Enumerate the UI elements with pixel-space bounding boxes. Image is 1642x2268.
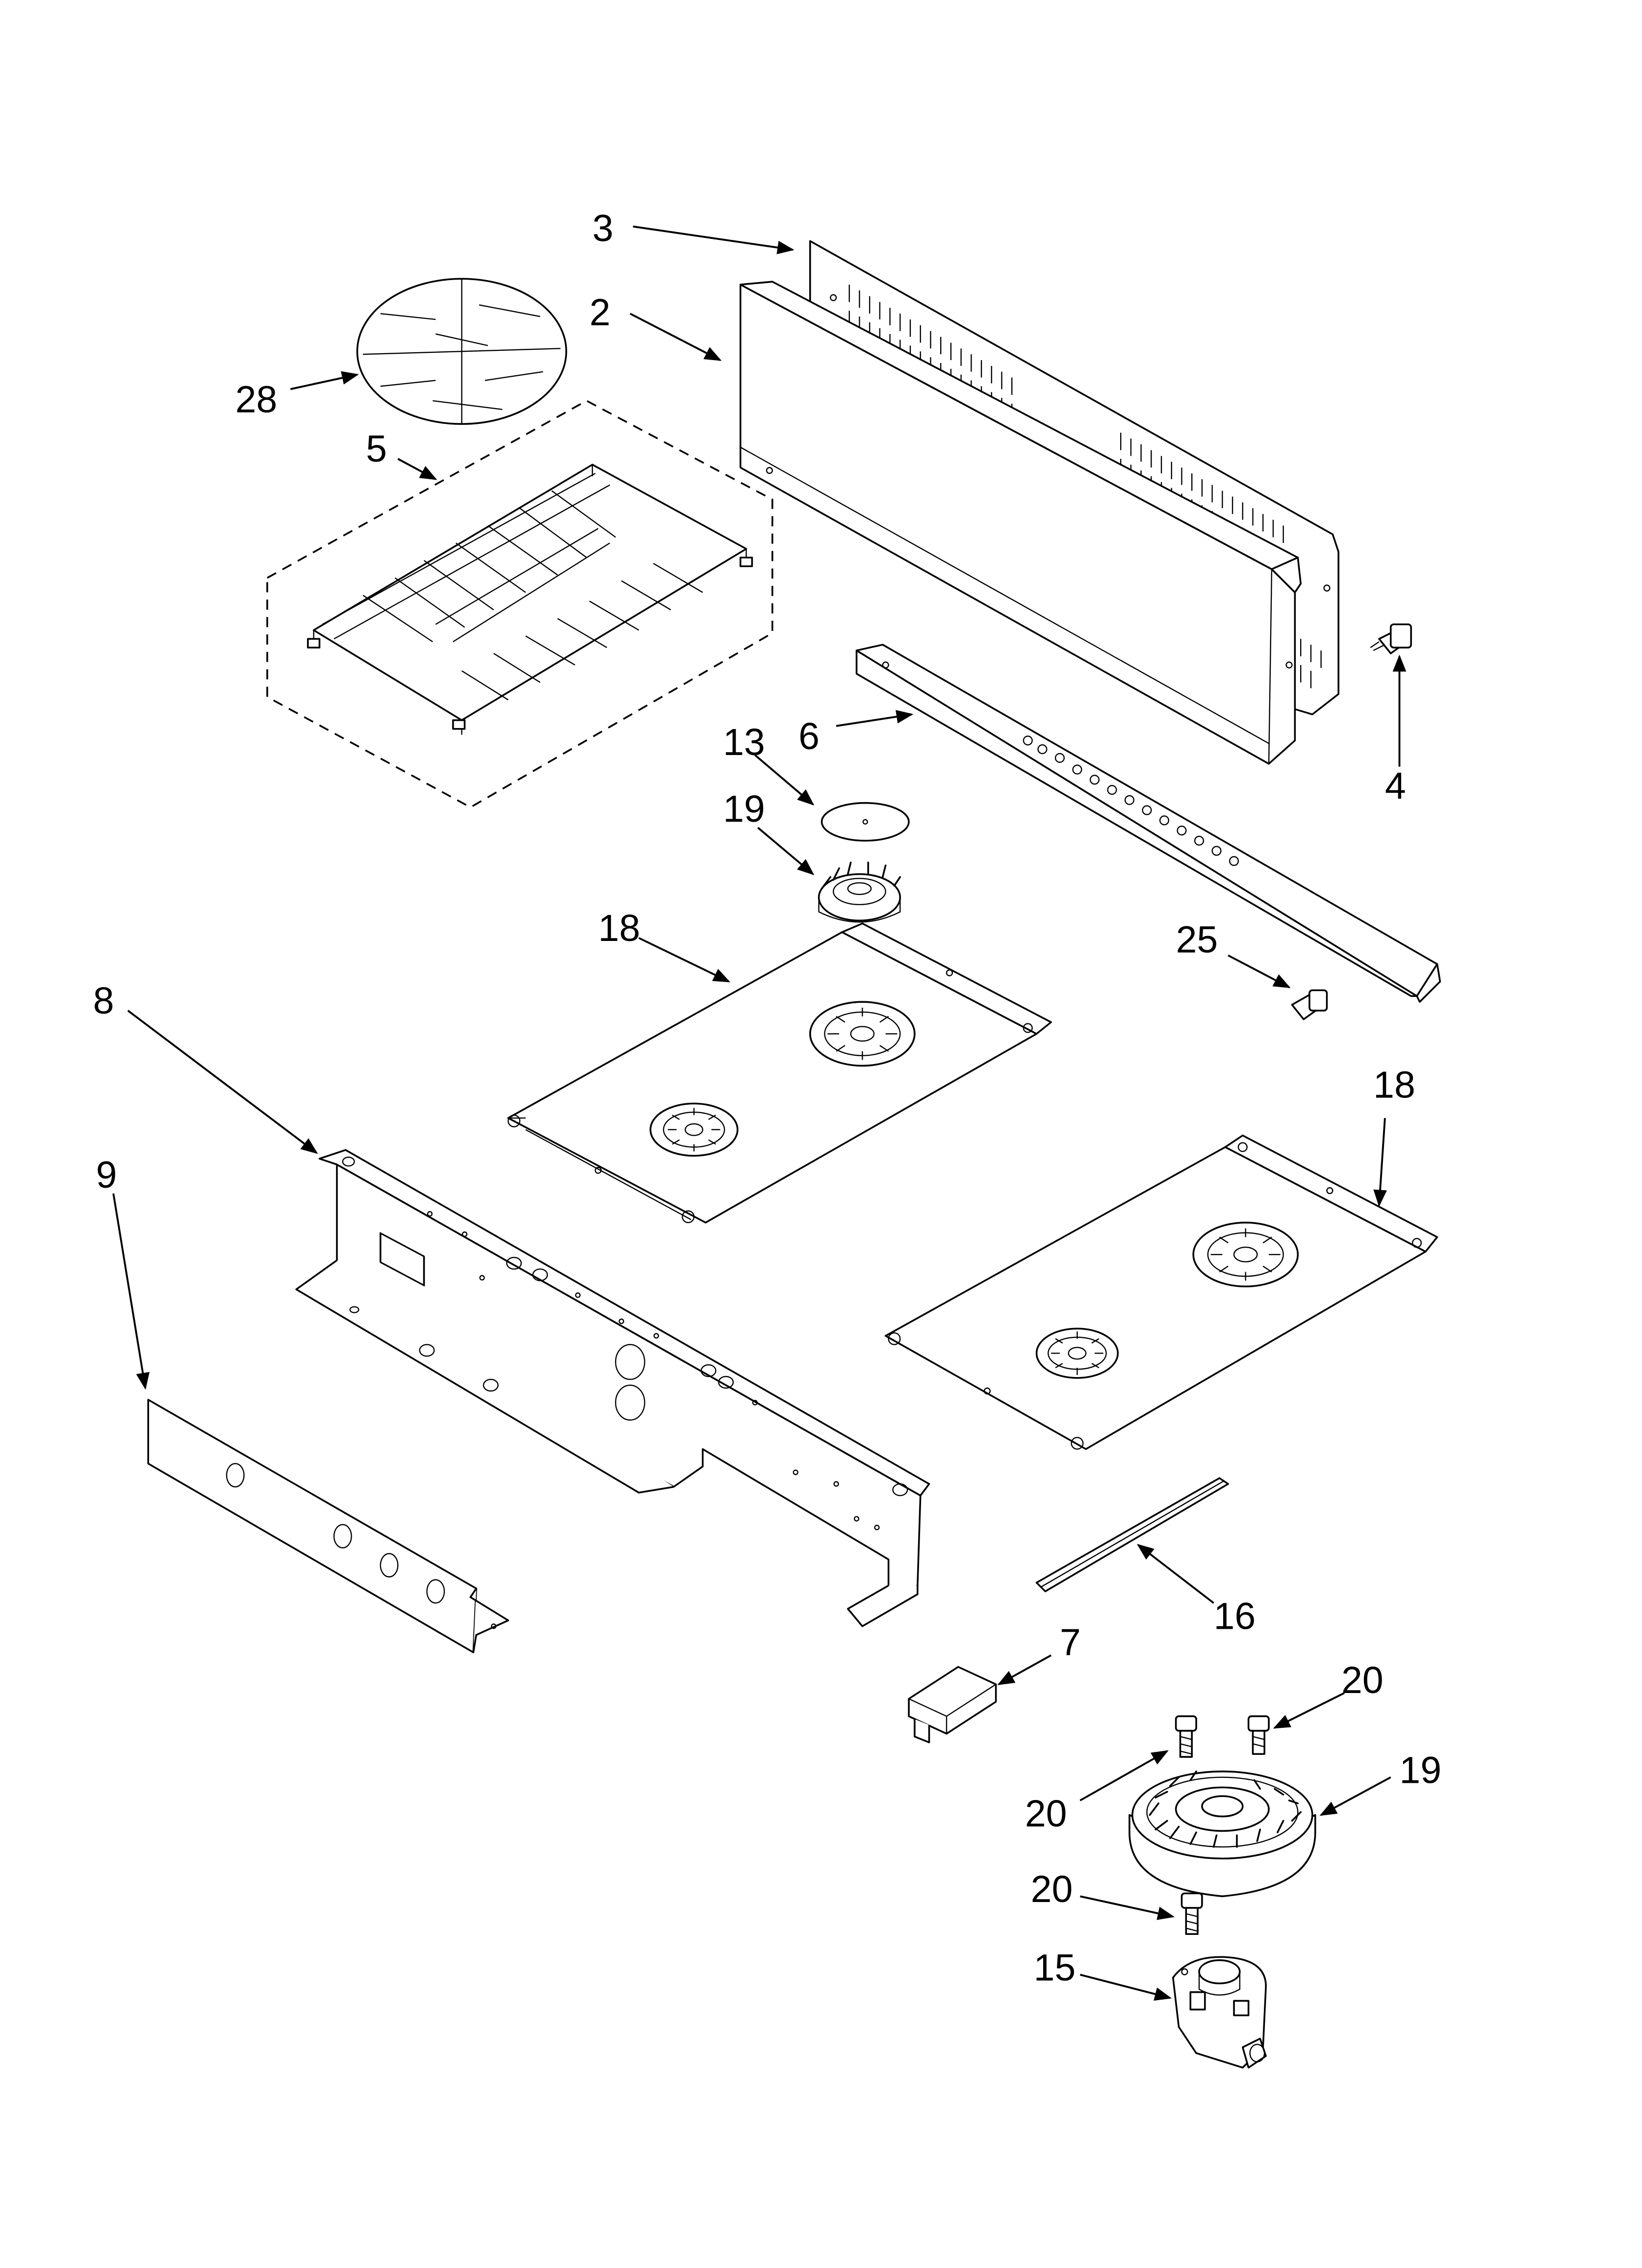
tray-lower-small-port — [1035, 1328, 1119, 1379]
tray-upper-large-port — [809, 1001, 916, 1067]
callout-3: 3 — [592, 207, 614, 249]
part-4-screw — [1370, 623, 1412, 654]
callout-28: 28 — [235, 379, 278, 421]
callout-16: 16 — [1214, 1595, 1256, 1638]
part-2-backguard — [739, 281, 1302, 765]
part-13-burner-cap — [821, 802, 910, 842]
callout-18-lower: 18 — [1373, 1064, 1415, 1106]
rail-holes — [1023, 735, 1239, 866]
callout-25: 25 — [1176, 919, 1218, 961]
callout-13: 13 — [723, 721, 765, 763]
part-6-rail — [855, 644, 1441, 1003]
part-18-burner-tray-upper — [507, 922, 1052, 1224]
callout-2: 2 — [590, 291, 611, 334]
callout-4: 4 — [1385, 765, 1406, 807]
tray-upper-small-port — [649, 1102, 739, 1157]
part-15-orifice-holder — [1172, 1956, 1267, 2069]
callout-15: 15 — [1034, 1947, 1076, 1989]
callout-5: 5 — [366, 428, 387, 470]
part-7-bracket — [908, 1666, 997, 1744]
callout-7: 7 — [1060, 1621, 1081, 1664]
callout-labels: 3 2 28 5 4 6 13 19 18 25 8 18 9 16 7 20 … — [93, 207, 1441, 1989]
callout-9: 9 — [96, 1154, 117, 1196]
part-8-chassis — [295, 1149, 930, 1627]
chassis-holes — [342, 1156, 908, 1531]
callout-20-top-right: 20 — [1341, 1659, 1384, 1701]
part-20-screw-b — [1247, 1715, 1270, 1755]
part-5-burner-grate — [266, 399, 773, 808]
part-19-burner-base-large — [1129, 1771, 1316, 1898]
callout-20-lower: 20 — [1031, 1868, 1073, 1910]
part-28-mesh-disc — [356, 278, 567, 425]
callout-6: 6 — [798, 715, 820, 757]
part-18-burner-tray-lower — [884, 1134, 1438, 1450]
part-19-burner-base-top — [818, 861, 901, 923]
callout-18-upper: 18 — [598, 907, 641, 949]
part-20-screw-c — [1180, 1892, 1203, 1935]
part-9-valve-bracket — [147, 1399, 509, 1653]
leader-lines — [112, 225, 1407, 2001]
part-16-bar — [1035, 1477, 1229, 1592]
part-20-screw-a — [1175, 1715, 1197, 1758]
callout-19-large: 19 — [1399, 1749, 1441, 1791]
tray-lower-large-port — [1192, 1222, 1299, 1288]
callout-20-left: 20 — [1025, 1793, 1067, 1835]
part-25-screw — [1291, 989, 1328, 1020]
callout-8: 8 — [93, 980, 114, 1022]
callout-19-top: 19 — [723, 788, 765, 830]
